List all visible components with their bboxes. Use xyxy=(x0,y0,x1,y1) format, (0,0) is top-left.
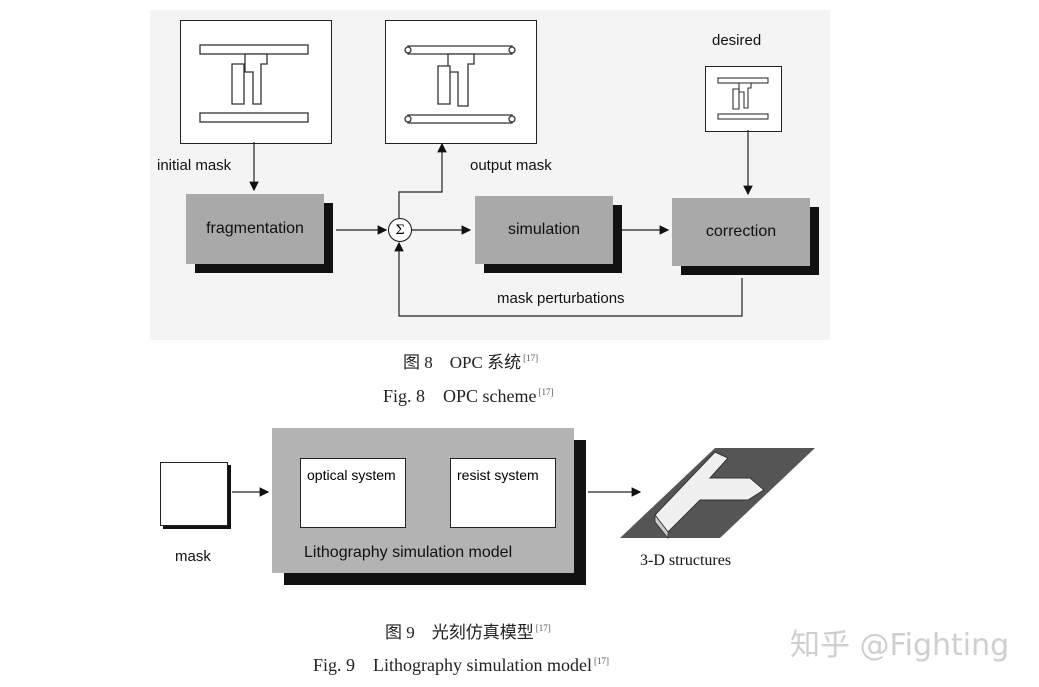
simulation-label: simulation xyxy=(507,221,581,238)
fig9-caption-cn-ref: [17] xyxy=(535,623,551,634)
fig9-caption-cn: 图 9 光刻仿真模型[17] xyxy=(385,618,551,643)
fig8-caption-cn: 图 8 OPC 系统[17] xyxy=(403,348,538,373)
fig9-caption-en: Fig. 9 Lithography simulation model[17] xyxy=(313,651,609,677)
summation-node: Σ xyxy=(388,218,412,242)
simulation-box: simulation xyxy=(475,196,613,264)
fig8-caption-en: Fig. 8 OPC scheme[17] xyxy=(383,382,554,408)
correction-label: correction xyxy=(705,223,777,240)
mask-perturbations-label: mask perturbations xyxy=(497,290,625,307)
fig9-caption-cn-text: 图 9 光刻仿真模型 xyxy=(385,623,534,642)
fig9-mask-thumbnail xyxy=(160,462,228,526)
fig9-caption-en-ref: [17] xyxy=(593,656,609,666)
output-mask-label: output mask xyxy=(470,157,552,174)
initial-mask-pattern xyxy=(199,44,309,123)
desired-label: desired xyxy=(712,32,762,49)
optical-system-label: optical system xyxy=(307,467,396,483)
fig8-caption-en-text: Fig. 8 OPC scheme xyxy=(383,386,537,406)
3d-structures-label: 3-D structures xyxy=(640,552,732,569)
lithography-model-box: optical system resist system Lithography… xyxy=(272,428,574,573)
model-label: Lithography simulation model xyxy=(304,544,513,561)
optical-system-box: optical system xyxy=(300,458,406,528)
fig9-caption-en-text: Fig. 9 Lithography simulation model xyxy=(313,655,592,675)
watermark: 知乎 @Fighting xyxy=(790,628,1010,663)
fragmentation-box: fragmentation xyxy=(186,194,324,264)
fig8-caption-en-ref: [17] xyxy=(538,387,554,397)
correction-box: correction xyxy=(672,198,810,266)
fig9-mask-label: mask xyxy=(175,548,211,565)
fragmentation-label: fragmentation xyxy=(206,220,304,237)
desired-pattern xyxy=(717,77,769,120)
resist-system-box: resist system xyxy=(450,458,556,528)
fig8-caption-cn-text: 图 8 OPC 系统 xyxy=(403,353,522,372)
resist-system-label: resist system xyxy=(457,467,539,483)
initial-mask-label: initial mask xyxy=(157,157,232,174)
fig8-caption-cn-ref: [17] xyxy=(523,353,539,364)
output-mask-pattern xyxy=(404,45,516,124)
3d-structure xyxy=(620,448,815,540)
